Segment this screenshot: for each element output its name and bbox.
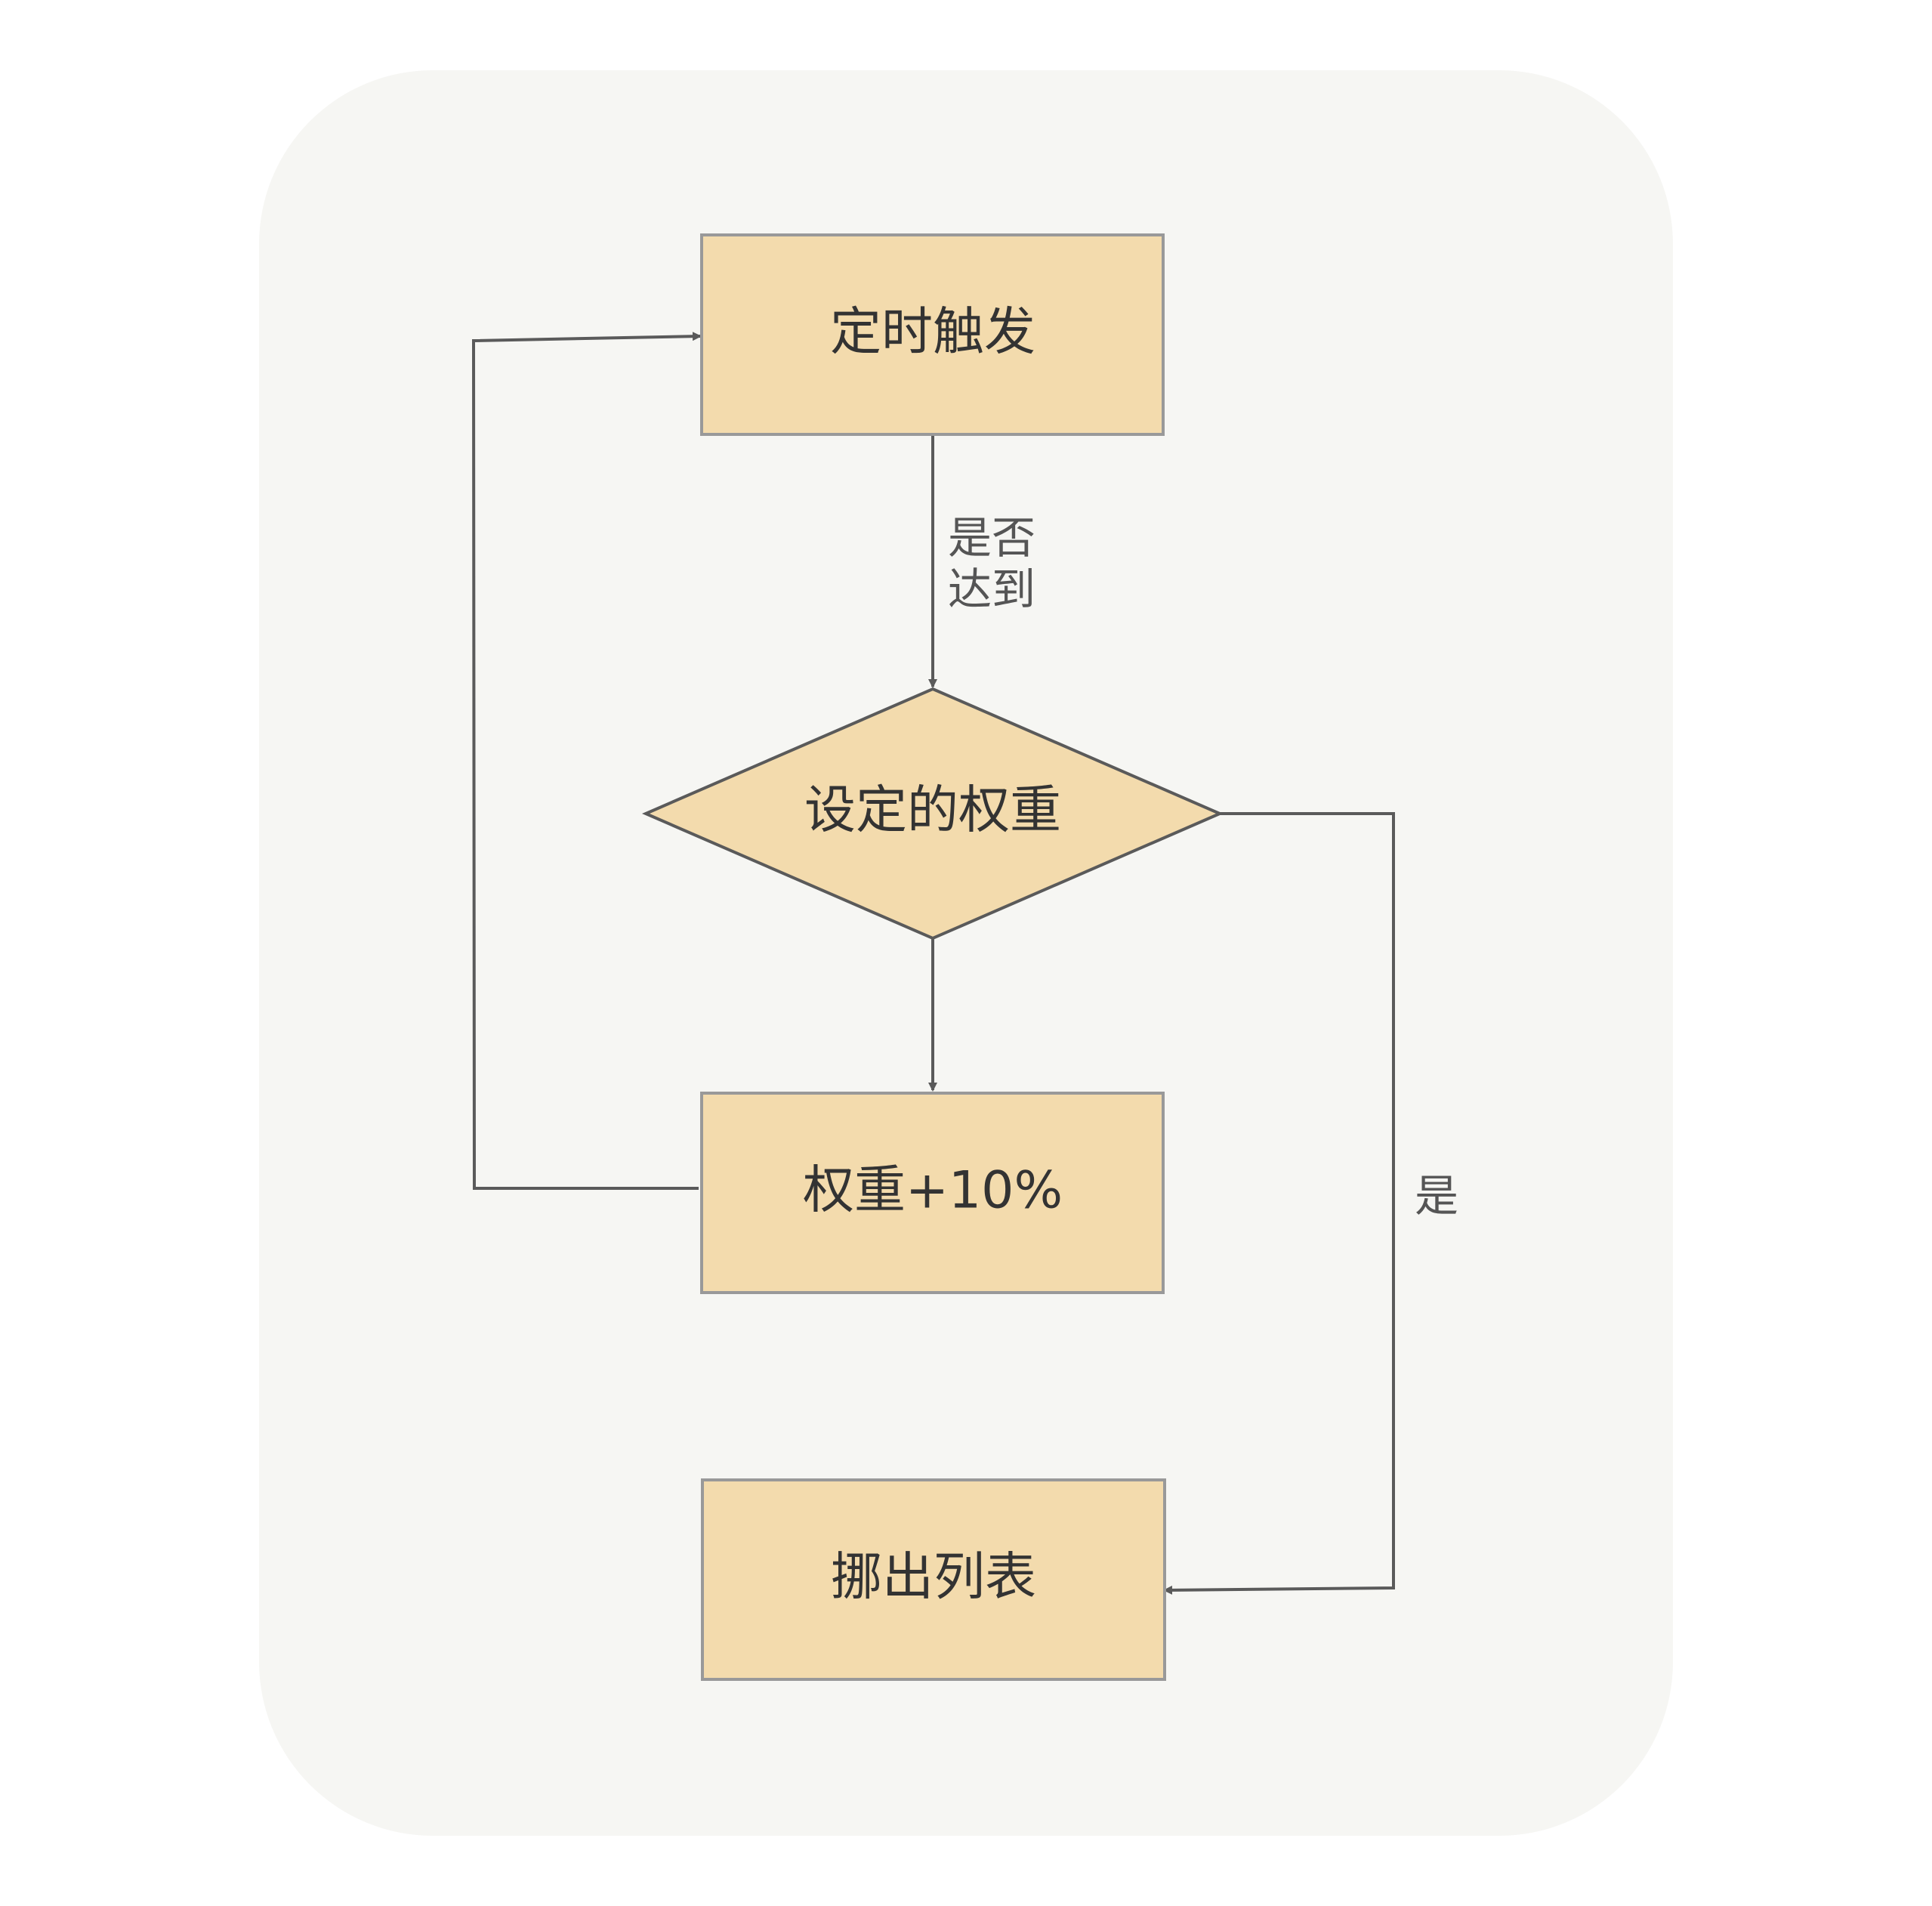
node-increase-weight bbox=[700, 1092, 1165, 1294]
edge-label-yes: 是 bbox=[1415, 1170, 1458, 1222]
node-trigger-label: 定时触发 bbox=[830, 303, 1035, 363]
node-decision bbox=[641, 687, 1224, 941]
edge-decision-to-remove bbox=[1163, 812, 1395, 1595]
diagram-panel bbox=[259, 70, 1673, 1836]
edge-increase-to-trigger bbox=[471, 332, 702, 1190]
node-remove-from-list bbox=[701, 1478, 1166, 1681]
node-decision-label: 设定的权重 bbox=[804, 781, 1061, 841]
node-trigger bbox=[700, 233, 1165, 436]
node-remove-from-list-label: 挪出列表 bbox=[831, 1548, 1036, 1608]
edge-label-reached-line1: 是否 bbox=[948, 512, 1035, 564]
node-increase-weight-label: 权重+10% bbox=[803, 1161, 1063, 1221]
edge-label-reached-line2: 达到 bbox=[948, 564, 1035, 615]
